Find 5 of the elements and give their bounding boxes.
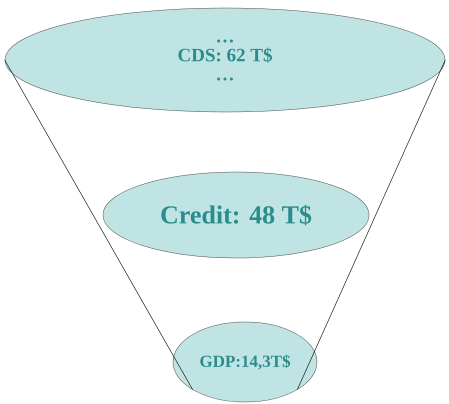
ellipse-node: Credit: 48 T$	[102, 172, 370, 258]
ellipse-node: … CDS: 62 T$ …	[4, 8, 446, 112]
funnel-line	[296, 60, 446, 390]
ellipse-node: GDP:14,3T$	[172, 322, 318, 402]
funnel-line	[4, 60, 194, 390]
